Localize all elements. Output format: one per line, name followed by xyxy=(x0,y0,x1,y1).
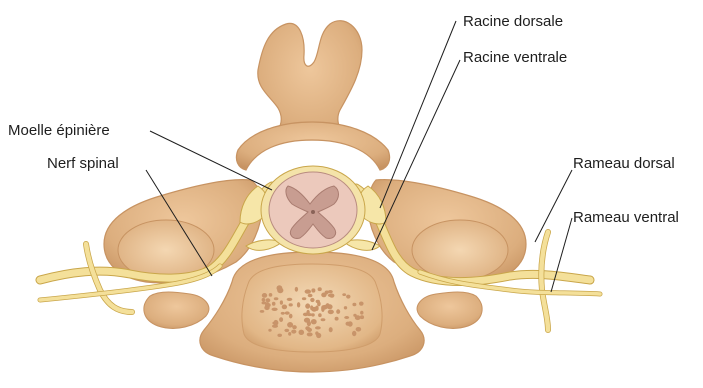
label-rameau-dorsal: Rameau dorsal xyxy=(573,155,675,172)
trabecular-dot xyxy=(302,297,306,300)
trabecular-dot xyxy=(346,295,350,299)
trabecular-dot xyxy=(306,313,312,316)
trabecular-dot xyxy=(316,300,320,303)
trabecular-dot xyxy=(295,287,298,292)
leader-rameau-dorsal xyxy=(535,170,572,242)
trabecular-dot xyxy=(307,328,312,331)
trabecular-dot xyxy=(348,321,353,326)
left-lower-process xyxy=(144,292,209,328)
trabecular-dot xyxy=(360,315,364,319)
trabecular-dot xyxy=(335,317,339,321)
trabecular-dot xyxy=(292,325,297,329)
trabecular-dot xyxy=(299,330,305,335)
trabecular-dot xyxy=(315,326,321,329)
spinal-cord xyxy=(261,166,365,254)
trabecular-dot xyxy=(288,332,291,336)
trabecular-dot xyxy=(315,331,318,335)
trabecular-dot xyxy=(280,300,283,304)
trabecular-dot xyxy=(344,306,347,309)
trabecular-dot xyxy=(262,298,266,302)
trabecular-dot xyxy=(281,312,285,315)
trabecular-dot xyxy=(277,334,282,337)
trabecular-dot xyxy=(272,308,278,311)
trabecular-dot xyxy=(308,294,313,298)
trabecular-dot xyxy=(282,305,287,310)
label-racine-ventrale: Racine ventrale xyxy=(463,49,567,66)
trabecular-dot xyxy=(261,301,266,304)
trabecular-dot xyxy=(273,320,278,326)
trabecular-dot xyxy=(318,287,322,291)
trabecular-dot xyxy=(260,310,265,313)
right-lower-process xyxy=(417,292,482,328)
label-racine-dorsale: Racine dorsale xyxy=(463,13,563,30)
trabecular-dot xyxy=(274,297,279,300)
right-facet xyxy=(412,220,508,280)
trabecular-dot xyxy=(321,293,326,298)
trabecular-dot xyxy=(360,311,363,315)
leader-racine-dorsale xyxy=(380,21,456,208)
trabecular-dot xyxy=(287,322,293,328)
trabecular-dot xyxy=(329,327,333,332)
trabecular-dot xyxy=(305,303,310,308)
trabecular-dot xyxy=(342,293,346,296)
trabecular-dot xyxy=(321,318,326,321)
label-nerf-spinal: Nerf spinal xyxy=(47,155,119,172)
label-moelle-epiniere: Moelle épinière xyxy=(8,122,110,139)
trabecular-dot xyxy=(326,303,330,308)
trabecular-dot xyxy=(289,303,293,306)
trabecular-dot xyxy=(269,293,273,297)
trabecular-dot xyxy=(287,298,293,301)
trabecular-dot xyxy=(311,319,317,324)
trabecular-dot xyxy=(356,327,362,332)
trabecular-dot xyxy=(311,288,315,292)
label-rameau-ventral: Rameau ventral xyxy=(573,209,679,226)
trabecular-dot xyxy=(289,314,293,319)
trabecular-dot xyxy=(285,311,290,314)
trabecular-dot xyxy=(318,313,322,317)
trabecular-dot xyxy=(352,303,356,306)
vertebral-arch xyxy=(236,122,389,170)
trabecular-dot xyxy=(304,318,310,323)
trabecular-dot xyxy=(328,310,334,315)
trabecular-dot xyxy=(277,285,283,291)
trabecular-dot xyxy=(291,330,296,334)
trabecular-dot xyxy=(266,298,271,302)
trabecular-dot xyxy=(272,302,276,306)
trabecular-dot xyxy=(310,298,314,302)
trabecular-dot xyxy=(311,307,317,312)
trabecular-dot xyxy=(307,332,313,336)
trabecular-dot xyxy=(352,331,356,336)
trabecular-dot xyxy=(359,302,364,306)
trabecular-dot xyxy=(355,315,361,320)
trabecular-dot xyxy=(336,309,340,314)
trabecular-dot xyxy=(279,317,283,322)
trabecular-dot xyxy=(262,293,267,298)
trabecular-dot xyxy=(297,302,300,307)
trabecular-dot xyxy=(344,316,349,319)
trabecular-dot xyxy=(284,329,289,332)
trabecular-dot xyxy=(268,329,271,332)
trabecular-dot xyxy=(305,289,311,293)
trabecular-dot xyxy=(328,294,333,297)
